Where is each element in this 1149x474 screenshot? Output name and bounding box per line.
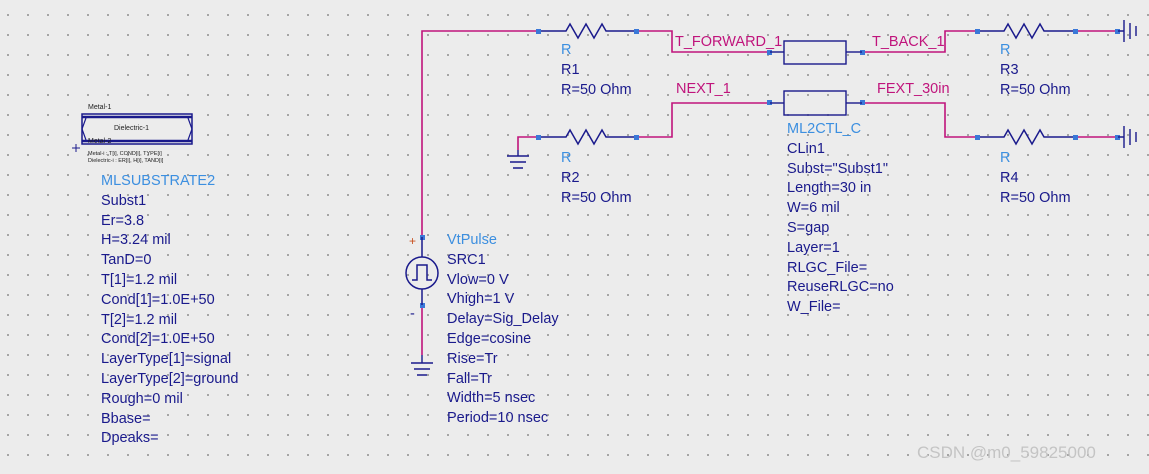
resistor-value: R=50 Ohm [561, 189, 632, 206]
coupled-line-component-text[interactable]: ML2CTL_C CLin1 Subst="Subst1" Length=30 … [787, 120, 894, 318]
substrate-param: Er=3.8 [101, 212, 145, 229]
resistor-value: R=50 Ohm [1000, 189, 1071, 206]
resistor-instance-name: R2 [561, 169, 580, 186]
substrate-param: Rough=0 mil [101, 390, 183, 407]
resistor-r1-text[interactable]: R R1 R=50 Ohm [561, 41, 632, 100]
source-param: Rise=Tr [447, 350, 498, 367]
source-instance-name: SRC1 [447, 251, 486, 268]
source-component-text[interactable]: VtPulse SRC1 Vlow=0 V Vhigh=1 V Delay=Si… [447, 231, 559, 429]
resistor-symbols [540, 22, 1076, 146]
resistor-instance-name: R4 [1000, 169, 1019, 186]
coupled-line-param: Layer=1 [787, 239, 840, 256]
substrate-param: H=3.24 mil [101, 232, 171, 249]
source-param: Vlow=0 V [447, 271, 509, 288]
source-param: Period=10 nsec [447, 410, 549, 427]
resistor-r2 [540, 128, 637, 146]
substrate-param: LayerType[1]=signal [101, 351, 232, 368]
pin-markers [420, 29, 1120, 308]
resistor-r3 [978, 22, 1076, 40]
resistor-value: R=50 Ohm [1000, 81, 1071, 98]
substrate-param: LayerType[2]=ground [101, 370, 239, 387]
coupled-line-symbol [770, 40, 862, 116]
source-param: Delay=Sig_Delay [447, 311, 559, 328]
resistor-type: R [1000, 42, 1011, 58]
substrate-note-dielectric: Dielectric-i : ER[i], H[i], TAND[i] [88, 158, 164, 164]
resistor-r3-text[interactable]: R R3 R=50 Ohm [1000, 41, 1071, 100]
resistor-type: R [1000, 150, 1011, 166]
source-param: Width=5 nsec [447, 390, 536, 407]
coupled-line-type: ML2CTL_C [787, 121, 862, 137]
substrate-param: Bbase= [101, 410, 151, 427]
substrate-param: TanD=0 [101, 252, 152, 269]
resistor-instance-name: R3 [1000, 61, 1019, 78]
source-param: Fall=Tr [447, 370, 492, 387]
wires [421, 30, 1118, 355]
substrate-symbol [72, 113, 193, 152]
coupled-line-param: Subst="Subst1" [787, 160, 888, 177]
substrate-top-layer-label: Metal-1 [88, 104, 112, 111]
substrate-param: Dpeaks= [101, 430, 159, 447]
coupled-line-param: S=gap [787, 219, 830, 236]
source-param: Vhigh=1 V [447, 291, 515, 308]
source-plus-sign: + [409, 234, 417, 248]
coupled-line-param: Length=30 in [787, 180, 872, 197]
substrate-param: T[1]=1.2 mil [101, 271, 178, 288]
substrate-param: T[2]=1.2 mil [101, 311, 178, 328]
coupled-line-param: ReuseRLGC=no [787, 279, 894, 296]
wire-label-t-forward[interactable]: T_FORWARD_1 [675, 34, 783, 50]
substrate-bottom-layer-label: Metal-2 [88, 138, 112, 145]
source-type: VtPulse [447, 232, 497, 248]
coupled-line-param: W_File= [787, 299, 841, 316]
substrate-type: MLSUBSTRATE2 [101, 173, 216, 189]
source-minus-sign: - [410, 306, 415, 322]
substrate-instance-name: Subst1 [101, 192, 147, 209]
resistor-value: R=50 Ohm [561, 81, 632, 98]
source-param: Edge=cosine [447, 330, 532, 347]
ground-symbols [411, 20, 1137, 376]
coupled-line-param: W=6 mil [787, 200, 840, 217]
substrate-component-text[interactable]: MLSUBSTRATE2 Subst1 Er=3.8 H=3.24 mil Ta… [101, 172, 238, 449]
resistor-type: R [561, 42, 572, 58]
resistor-type: R [561, 150, 572, 166]
resistor-r2-text[interactable]: R R2 R=50 Ohm [561, 149, 632, 208]
vtpulse-symbol [405, 237, 439, 305]
wire-label-next[interactable]: NEXT_1 [676, 81, 731, 97]
resistor-r1 [540, 22, 637, 40]
substrate-param: Cond[2]=1.0E+50 [101, 331, 215, 348]
substrate-dielectric-label: Dielectric-1 [114, 125, 150, 132]
watermark: CSDN @m0_59825000 [917, 443, 1096, 462]
resistor-r4 [978, 128, 1076, 146]
resistor-r4-text[interactable]: R R4 R=50 Ohm [1000, 149, 1071, 208]
substrate-param: Cond[1]=1.0E+50 [101, 291, 215, 308]
resistor-instance-name: R1 [561, 61, 580, 78]
coupled-line-instance-name: CLin1 [787, 140, 825, 157]
wire-label-fext[interactable]: FEXT_30in [877, 81, 950, 97]
wire-label-t-back[interactable]: T_BACK_1 [872, 34, 945, 50]
substrate-note-metal: Metal-i : T[i], COND[i], TYPE[i] [88, 151, 162, 157]
coupled-line-param: RLGC_File= [787, 259, 868, 276]
